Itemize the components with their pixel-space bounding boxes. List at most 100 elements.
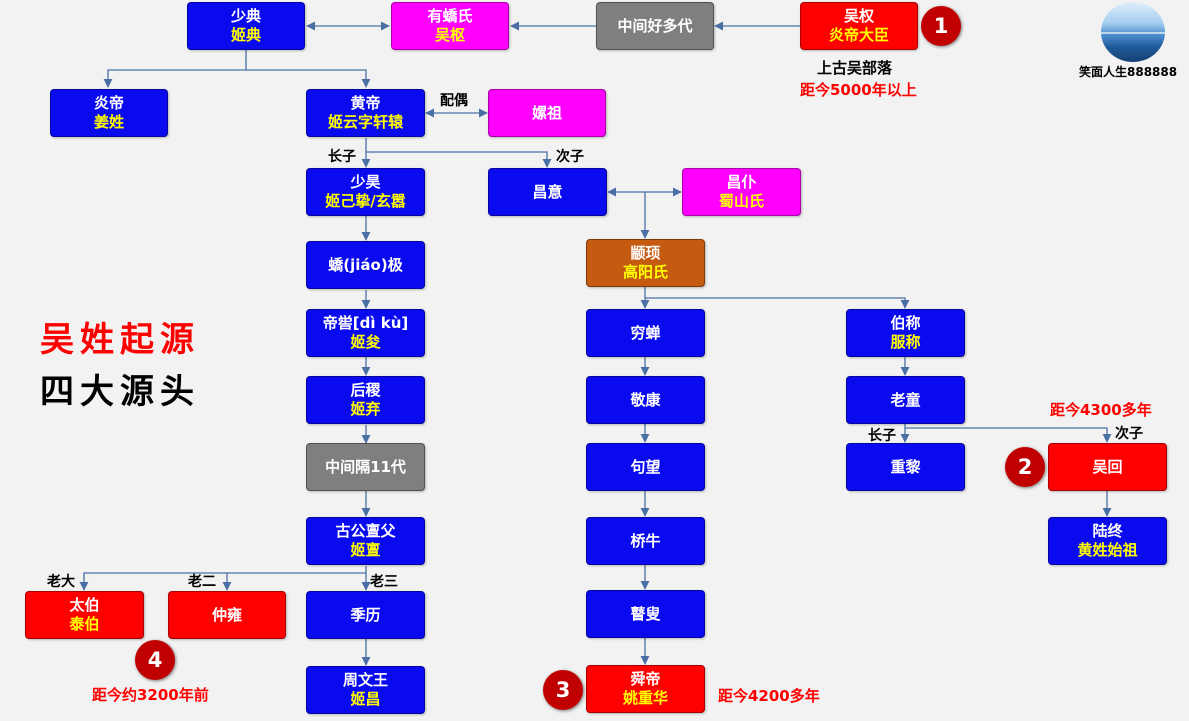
label-lao-san: 老三 [370, 574, 398, 590]
node-name: 老童 [890, 390, 921, 409]
node-name: 敬康 [630, 390, 661, 409]
node-gugong: 古公亶父 姬亶 [306, 517, 425, 565]
node-qiongchan: 穷蝉 [586, 309, 705, 357]
node-leizu: 嫘祖 [488, 89, 606, 137]
node-changpu: 昌仆 蜀山氏 [682, 168, 801, 216]
node-sub: 吴枢 [434, 26, 465, 44]
label-lao-er: 老二 [188, 574, 216, 590]
node-sub: 姬亶 [350, 541, 381, 559]
node-name: 帝喾[dì kù] [322, 314, 409, 332]
node-name: 桥牛 [630, 531, 661, 550]
node-qiaoniu: 桥牛 [586, 517, 705, 565]
age-4200-label: 距今4200多年 [718, 687, 820, 705]
node-yandi: 炎帝 姜姓 [50, 89, 168, 137]
node-laotong: 老童 [846, 376, 965, 424]
node-gusou: 瞽叟 [586, 590, 705, 638]
node-changyi: 昌意 [488, 168, 607, 216]
node-taibo: 太伯 泰伯 [25, 591, 144, 639]
node-name: 中间隔11代 [325, 457, 406, 476]
node-bocheng: 伯称 服称 [846, 309, 965, 357]
node-sub: 姬弃 [350, 400, 381, 418]
node-middle-many: 中间好多代 [596, 2, 714, 50]
node-jingkang: 敬康 [586, 376, 705, 424]
node-shaodian: 少典 姬典 [187, 2, 305, 50]
node-sub: 姬典 [230, 26, 261, 44]
node-name: 季历 [350, 605, 381, 624]
node-sub: 姜姓 [93, 113, 124, 131]
badge-3: 3 [543, 670, 583, 710]
node-name: 仲雍 [211, 605, 242, 624]
label-second-son: 次子 [1115, 426, 1143, 442]
badge-2: 2 [1005, 447, 1045, 487]
label-eldest-son: 长子 [328, 149, 356, 165]
label-second-son: 次子 [556, 149, 584, 165]
node-name: 黄帝 [350, 94, 381, 112]
node-middle11: 中间隔11代 [306, 443, 425, 491]
node-name: 舜帝 [630, 670, 661, 688]
node-chongli: 重黎 [846, 443, 965, 491]
node-name: 瞽叟 [630, 604, 661, 623]
node-name: 陆终 [1092, 522, 1123, 540]
node-name: 昌仆 [726, 173, 757, 191]
node-houji: 后稷 姬弃 [306, 376, 425, 424]
node-juwang: 句望 [586, 443, 705, 491]
age-5000-label: 距今5000年以上 [800, 81, 917, 99]
node-wuquan: 吴权 炎帝大臣 [800, 2, 918, 50]
node-name: 句望 [630, 457, 661, 476]
node-huangdi: 黄帝 姬云字轩辕 [306, 89, 425, 137]
node-wuhui: 吴回 [1048, 443, 1167, 491]
node-name: 吴回 [1092, 457, 1123, 476]
node-sub: 蜀山氏 [718, 192, 764, 210]
node-luzhong: 陆终 黄姓始祖 [1048, 517, 1167, 565]
title-line1: 吴姓起源 [40, 320, 200, 360]
node-shaohao: 少昊 姬己挚/玄嚣 [306, 168, 425, 216]
node-sub: 泰伯 [69, 615, 100, 633]
node-jili: 季历 [306, 591, 425, 639]
node-name: 伯称 [890, 314, 921, 332]
node-name: 炎帝 [93, 94, 124, 112]
author-name: 笑面人生888888 [1079, 65, 1178, 79]
node-diku: 帝喾[dì kù] 姬夋 [306, 309, 425, 357]
node-name: 太伯 [69, 596, 100, 614]
badge-4: 4 [135, 640, 175, 680]
title-line2: 四大源头 [40, 372, 200, 412]
age-3200-label: 距今约3200年前 [92, 686, 209, 704]
node-name: 蟜(jiáo)极 [328, 255, 403, 274]
node-name: 少昊 [350, 173, 381, 191]
age-4300-label: 距今4300多年 [1050, 401, 1152, 419]
node-name: 少典 [230, 7, 261, 25]
label-eldest-son: 长子 [868, 428, 896, 444]
node-sub: 姬己挚/玄嚣 [325, 192, 406, 210]
node-name: 重黎 [890, 457, 921, 476]
node-youjiao: 有蟜氏 吴枢 [391, 2, 509, 50]
node-sub: 炎帝大臣 [828, 26, 889, 44]
node-sub: 姬云字轩辕 [327, 113, 403, 131]
label-spouse: 配偶 [440, 93, 468, 109]
node-zhuanxu: 颛顼 高阳氏 [586, 239, 705, 287]
node-name: 有蟜氏 [427, 7, 473, 25]
node-zhongyong: 仲雍 [168, 591, 286, 639]
node-sub: 黄姓始祖 [1077, 541, 1138, 559]
node-name: 周文王 [342, 671, 388, 689]
node-name: 中间好多代 [617, 16, 693, 35]
node-name: 后稷 [350, 381, 381, 399]
node-name: 穷蝉 [630, 323, 661, 342]
node-sub: 服称 [890, 333, 921, 351]
node-sub: 姬夋 [350, 333, 381, 351]
badge-1: 1 [921, 6, 961, 46]
node-zhouwenwang: 周文王 姬昌 [306, 666, 425, 714]
node-shundi: 舜帝 姚重华 [586, 665, 705, 713]
avatar [1101, 2, 1165, 62]
node-sub: 高阳氏 [622, 263, 668, 281]
label-lao-da: 老大 [47, 574, 75, 590]
node-sub: 姬昌 [350, 690, 381, 708]
node-jiaoji: 蟜(jiáo)极 [306, 241, 425, 289]
node-name: 嫘祖 [531, 103, 562, 122]
node-name: 古公亶父 [335, 522, 396, 540]
ocean-avatar-icon [1101, 32, 1165, 34]
node-sub: 姚重华 [622, 689, 668, 707]
tribe-label: 上古吴部落 [817, 59, 893, 77]
node-name: 吴权 [843, 7, 874, 25]
